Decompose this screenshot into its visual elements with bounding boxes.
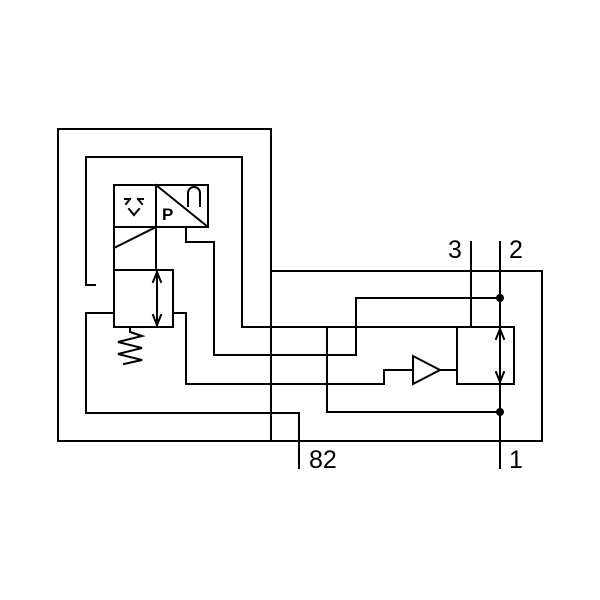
terminal-3-label: 3: [448, 236, 462, 264]
relay-arrow-down-icon: [494, 370, 506, 385]
inner-loop-wire: [85, 156, 501, 328]
valve-to-amp-wire: [172, 312, 414, 385]
terminal-1-label: 1: [509, 446, 523, 474]
spring-icon: [117, 326, 146, 366]
cup-symbol-icon: [187, 186, 201, 207]
relay-arrow-up-icon: [494, 326, 506, 341]
pressure-switch: P: [113, 183, 210, 229]
switch-to-node-wire: [185, 226, 501, 356]
terminal-2-label: 2: [509, 236, 523, 264]
switch-right-box: [155, 184, 209, 228]
actuator-diagonal: [112, 225, 158, 250]
junction-dot-lower: [496, 408, 504, 416]
valve-arrow-down-icon: [151, 313, 163, 328]
valve-arrow-up-icon: [151, 269, 163, 284]
terminal-82-wire: [85, 312, 300, 469]
terminal-82-label: 82: [309, 446, 337, 474]
relay-block: [456, 326, 515, 385]
pressure-letter: P: [162, 205, 173, 224]
relay-box: [456, 326, 515, 385]
valve-body: [113, 269, 174, 328]
triangle-symbol-icon: [124, 197, 144, 217]
amplifier-icon: [412, 354, 443, 386]
actuator-box: [113, 226, 157, 271]
junction-dot-upper: [496, 294, 504, 302]
switch-diagonal: [154, 183, 210, 229]
switch-left-box: [113, 184, 157, 228]
valve-box: [113, 269, 174, 328]
lower-node-wire: [326, 326, 501, 413]
